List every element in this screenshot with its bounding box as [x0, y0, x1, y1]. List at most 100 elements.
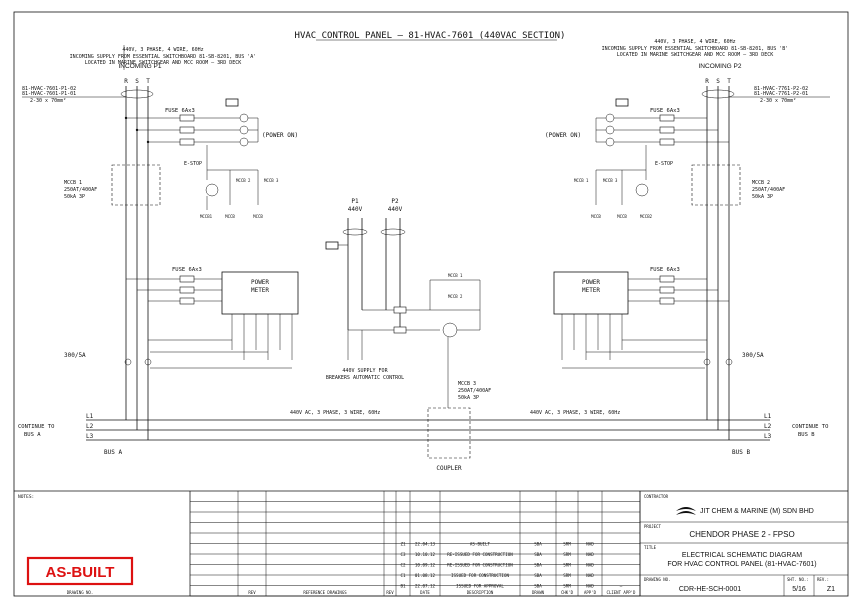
svg-text:POWER: POWER [251, 279, 269, 286]
rev-cell: RE-ISSUED FOR CONSTRUCTION [447, 552, 513, 557]
incoming-p1-label: INCOMING P1 [119, 63, 162, 70]
svg-text:METER: METER [582, 287, 600, 294]
rev-header: DRAWN [532, 590, 545, 595]
svg-text:MCCB: MCCB [617, 214, 627, 219]
rev-cell: SRM [563, 552, 571, 557]
rev-cell: 22.04.13 [415, 542, 436, 547]
rev-cell: C2 [400, 563, 406, 568]
svg-text:BUS A: BUS A [24, 432, 41, 438]
svg-text:PROJECT: PROJECT [644, 524, 661, 529]
svg-text:BUS B: BUS B [798, 432, 815, 438]
svg-text:440V SUPPLY FOR: 440V SUPPLY FOR [342, 368, 388, 374]
svg-text:440V, 3 PHASE, 4 WIRE, 60Hz: 440V, 3 PHASE, 4 WIRE, 60Hz [654, 39, 735, 45]
svg-text:MCCB 3: MCCB 3 [603, 178, 618, 183]
svg-text:2-30 x 70mm²: 2-30 x 70mm² [760, 98, 796, 104]
svg-text:50kA 3P: 50kA 3P [752, 194, 773, 200]
svg-text:BREAKERS AUTOMATIC CONTROL: BREAKERS AUTOMATIC CONTROL [326, 375, 404, 381]
svg-text:LOCATED IN MARINE SWITCHGEAR A: LOCATED IN MARINE SWITCHGEAR AND MCC ROO… [85, 60, 242, 66]
svg-text:440V AC, 3 PHASE, 3 WIRE, 60Hz: 440V AC, 3 PHASE, 3 WIRE, 60Hz [290, 410, 380, 416]
svg-text:P2: P2 [391, 198, 399, 205]
svg-text:S: S [716, 78, 720, 85]
svg-text:250AT/400AF: 250AT/400AF [752, 187, 785, 193]
svg-text:50kA 3P: 50kA 3P [458, 395, 479, 401]
rev-cell: ISSUED FOR CONSTRUCTION [451, 573, 509, 578]
svg-text:81-HVAC-7761-P2-02: 81-HVAC-7761-P2-02 [754, 86, 808, 92]
svg-text:440V: 440V [388, 206, 403, 213]
rev-header: DATE [420, 590, 430, 595]
incoming-p2-label: INCOMING P2 [699, 63, 742, 70]
svg-text:440V: 440V [348, 206, 363, 213]
rev-header: REV [248, 590, 256, 595]
left-incomer: 440V, 3 PHASE, 4 WIRE, 60Hz INCOMING SUP… [18, 45, 299, 456]
svg-text:L1: L1 [764, 413, 772, 420]
svg-text:L2: L2 [86, 423, 94, 430]
rev-cell: NAD [586, 552, 594, 557]
svg-text:INCOMING SUPPLY FROM ESSENTIAL: INCOMING SUPPLY FROM ESSENTIAL SWITCHBOA… [70, 54, 257, 60]
revision-code: Z1 [827, 586, 835, 593]
svg-text:NOTES:: NOTES: [18, 494, 34, 500]
svg-text:T: T [146, 78, 150, 85]
svg-text:MCCB: MCCB [253, 214, 263, 219]
rev-cell: NAD [586, 563, 594, 568]
svg-text:R: R [124, 78, 128, 85]
title-block: NOTES: DRAWING NO. REV REFERENCE DRAWINGS R… [14, 490, 848, 597]
drawing-title-2: FOR HVAC CONTROL PANEL (81-HVAC-7601) [667, 561, 816, 568]
svg-text:MCCB 2: MCCB 2 [752, 180, 770, 186]
svg-text:POWER: POWER [582, 279, 600, 286]
svg-text:INCOMING SUPPLY FROM ESSENTIAL: INCOMING SUPPLY FROM ESSENTIAL SWITCHBOA… [602, 46, 789, 52]
svg-text:81-HVAC-7601-P1-01: 81-HVAC-7601-P1-01 [22, 91, 76, 97]
svg-text:FUSE 6Ax3: FUSE 6Ax3 [172, 267, 202, 273]
project-name: CHENDOR PHASE 2 - FPSO [689, 530, 794, 539]
diagram-title: HVAC CONTROL PANEL – 81-HVAC-7601 (440VA… [295, 31, 566, 41]
rev-header: REFERENCE DRAWINGS [303, 590, 347, 595]
svg-text:METER: METER [251, 287, 269, 294]
drawing-title-1: ELECTRICAL SCHEMATIC DIAGRAM [682, 552, 802, 559]
svg-text:2-30 x 70mm²: 2-30 x 70mm² [30, 98, 66, 104]
drawing-number: CDR-HE-SCH-0001 [679, 586, 741, 593]
svg-text:E-STOP: E-STOP [655, 161, 673, 167]
rev-header: APP'D [584, 590, 597, 595]
rev-cell: Z1 [400, 542, 406, 547]
svg-text:CONTINUE TO: CONTINUE TO [792, 424, 828, 430]
contractor-logo [676, 507, 696, 515]
rev-header: DESCRIPTION [467, 590, 494, 595]
right-power-on: (POWER ON) [545, 132, 581, 139]
rev-cell: C1 [400, 573, 406, 578]
coupler-label: COUPLER [436, 465, 462, 472]
rev-header: DRAWING NO. [67, 590, 94, 595]
svg-text:MCCB 3: MCCB 3 [264, 178, 279, 183]
svg-text:T: T [727, 78, 731, 85]
rev-header: CLIENT APP'D [607, 590, 636, 595]
svg-text:LOCATED IN MARINE SWITCHGEAR A: LOCATED IN MARINE SWITCHGEAR AND MCC ROO… [617, 52, 774, 58]
svg-text:L3: L3 [86, 433, 94, 440]
rev-cell: NAD [586, 584, 594, 589]
svg-text:81-HVAC-7601-P1-02: 81-HVAC-7601-P1-02 [22, 86, 76, 92]
contractor-name: JIT CHEM & MARINE (M) SDN BHD [700, 508, 814, 515]
svg-text:MCCB2: MCCB2 [640, 214, 653, 219]
svg-text:MCCB 3: MCCB 3 [458, 381, 476, 387]
svg-text:DRAWING NO.: DRAWING NO. [644, 577, 671, 582]
svg-text:L1: L1 [86, 413, 94, 420]
svg-text:L2: L2 [764, 423, 772, 430]
rev-cell: SBA [534, 552, 542, 557]
svg-text:MCCB1: MCCB1 [200, 214, 213, 219]
svg-text:FUSE 6Ax3: FUSE 6Ax3 [165, 108, 195, 114]
rev-cell: SBA [534, 563, 542, 568]
rev-cell: SRM [563, 573, 571, 578]
svg-text:440V AC, 3 PHASE, 3 WIRE, 60Hz: 440V AC, 3 PHASE, 3 WIRE, 60Hz [530, 410, 620, 416]
rev-cell: – [620, 584, 623, 589]
left-power-on: (POWER ON) [262, 132, 298, 139]
svg-text:MCCB 2: MCCB 2 [448, 294, 463, 299]
svg-text:L3: L3 [764, 433, 772, 440]
rev-cell: C3 [400, 552, 406, 557]
svg-text:R: R [705, 78, 709, 85]
rev-header: CHK'D [561, 590, 574, 595]
rev-cell: 01.08.12 [415, 573, 436, 578]
rev-cell: SBA [534, 573, 542, 578]
svg-text:MCCB 1: MCCB 1 [574, 178, 589, 183]
rev-cell: 10.10.12 [415, 552, 436, 557]
svg-text:E-STOP: E-STOP [184, 161, 202, 167]
rev-cell: RE-ISSUED FOR CONSTRUCTION [447, 563, 513, 568]
svg-text:MCCB 1: MCCB 1 [64, 180, 82, 186]
svg-text:MCCB: MCCB [591, 214, 601, 219]
